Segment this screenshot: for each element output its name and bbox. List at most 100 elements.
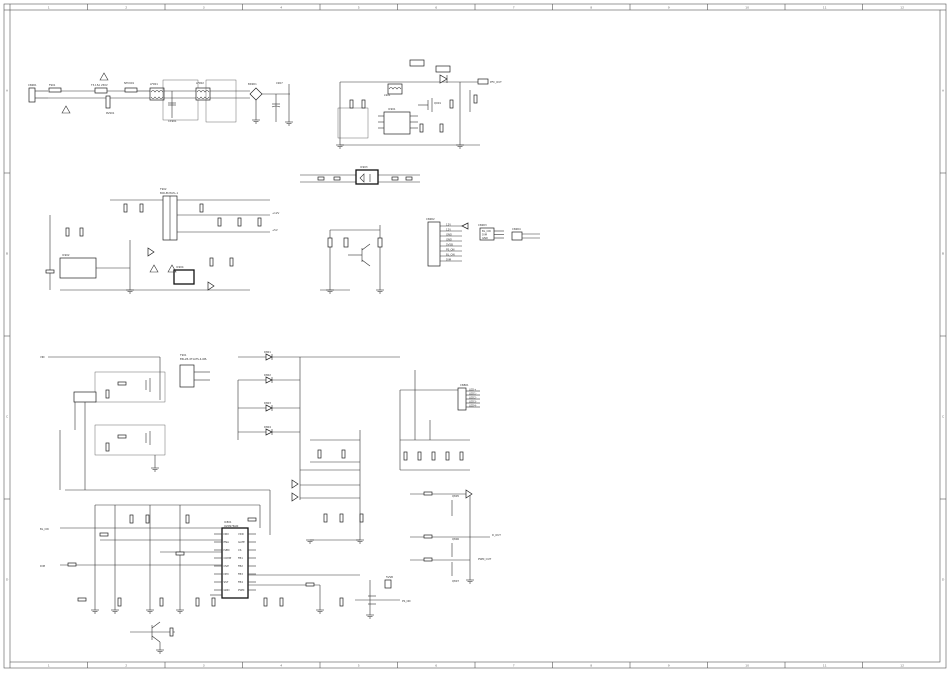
- bottom-zone-2: 2: [125, 664, 127, 668]
- cn904-label: CN904: [512, 227, 521, 231]
- cn902-pin-label: GND: [446, 232, 452, 236]
- bottom-zone-3: 3: [203, 664, 205, 668]
- ic-right-pin-label: FB3: [238, 572, 243, 576]
- ic-left-pin-label: DRV: [224, 532, 230, 536]
- x-cap-label: CX901: [168, 119, 177, 123]
- bridge-label: BD901: [248, 82, 257, 86]
- cn902-pin-label: 12V: [446, 227, 451, 231]
- bottom-zone-4: 4: [280, 664, 282, 668]
- top-zone-5: 5: [358, 6, 360, 10]
- common-mode-choke-2: LF902: [195, 81, 211, 101]
- led-ic-part: OZ9976GN: [224, 524, 238, 528]
- cn902-label: CN902: [426, 217, 435, 221]
- cn801-pin-label: LED+: [469, 387, 476, 391]
- flyback-transformer: T902 BCK-EI28-PL-1: [160, 187, 178, 241]
- cn801-pin-label: LED3-: [469, 399, 477, 403]
- ic-right-pin-label: GATE: [238, 540, 245, 544]
- led-transformer-label: T901: [180, 353, 187, 357]
- cn903-pin-label: BL_ON: [482, 229, 491, 233]
- ps-on-net: PS_ON: [402, 599, 411, 603]
- bridge-chip: [73, 391, 97, 403]
- cn903-pin-label: GND: [482, 236, 488, 240]
- current-sense-network: [291, 430, 364, 541]
- pfc-mosfet-label: Q901: [434, 101, 441, 105]
- ic-left-pin-label: ENA: [224, 540, 230, 544]
- bottom-zone-8: 8: [590, 664, 592, 668]
- vin-net: VIN: [40, 355, 161, 400]
- flyback-passives: [45, 203, 262, 291]
- top-zone-4: 4: [280, 6, 282, 10]
- left-zone-A: A: [6, 89, 9, 93]
- pfc-mosfet: Q901: [418, 98, 441, 112]
- cn902-pin-label: GND: [446, 237, 452, 241]
- thermistor-label: NTC901: [124, 81, 134, 85]
- top-zone-9: 9: [668, 6, 670, 10]
- cn801-pin-label: LED2-: [469, 395, 477, 399]
- ps-on-switch: [320, 225, 383, 291]
- ic-left-pin-label: GND: [224, 588, 230, 592]
- warning-triangles: [61, 72, 109, 114]
- left-zone-C: C: [6, 415, 8, 419]
- q806-label: Q806: [452, 537, 459, 541]
- ic-right-pin-label: FB4: [238, 580, 243, 584]
- top-zone-2: 2: [125, 6, 127, 10]
- d-out-net: D_OUT: [492, 533, 501, 537]
- left-zone-D: D: [6, 578, 9, 582]
- ic-right-pin-label: FB1: [238, 556, 243, 560]
- left-zone-B: B: [6, 252, 8, 256]
- cn903-label: CN903: [478, 223, 487, 227]
- thermistor: NTC901: [124, 81, 150, 99]
- led-diode-label: D804: [264, 425, 271, 429]
- led-diode: [265, 353, 273, 361]
- led-diode-label: D803: [264, 401, 271, 405]
- choke-2-label: LF902: [196, 81, 204, 85]
- ic-right-pin-label: PWM: [238, 588, 244, 592]
- cn801-pins: LED+LED1-LED2-LED3-LED4-: [466, 387, 480, 407]
- bottom-zone-10: 10: [745, 664, 749, 668]
- vin-net-label: VIN: [40, 355, 45, 359]
- pfc-output-net: PFC_OUT: [490, 80, 502, 84]
- top-zone-1: 1: [48, 6, 50, 10]
- led-ic-label: IC801: [224, 520, 232, 524]
- ac-connector: CN901: [28, 83, 48, 103]
- cn902-pin-label: BL_ON: [446, 252, 455, 256]
- ic-left-pin-label: OVP: [224, 564, 230, 568]
- bottom-zone-7: 7: [513, 664, 515, 668]
- ps-on-control: PS_ON 5VSB: [355, 575, 411, 615]
- opto-label: IC903: [360, 165, 368, 169]
- net-5v: +5V: [272, 228, 278, 232]
- pfc-output-port: PFC_OUT: [477, 78, 502, 85]
- pfc-inductor-label: L901: [384, 93, 391, 97]
- flyback-block: T902 BCK-EI28-PL-1 IC902 IC904 +12V +5V: [45, 187, 279, 291]
- pfc-inductor: L901: [384, 83, 403, 97]
- connector-cn904: CN904: [511, 227, 540, 241]
- flyback-opto: IC904: [173, 265, 195, 285]
- 5vsb-net: 5VSB: [386, 575, 393, 579]
- varistor: RV901: [105, 95, 115, 115]
- flyback-controller-label: IC902: [62, 253, 70, 257]
- top-zone-3: 3: [203, 6, 205, 10]
- fuse: F901: [48, 83, 95, 93]
- bottom-zone-6: 6: [435, 664, 437, 668]
- cn903-pin-label: DIM: [482, 233, 487, 237]
- pwm-out-net: PWM_OUT: [478, 557, 492, 561]
- cn902-pin-label: DIM: [446, 257, 451, 261]
- cn902-pin-label: 5VSB: [446, 242, 453, 246]
- varistor-label: RV901: [106, 111, 115, 115]
- cn801-pin-label: LED4-: [469, 403, 477, 407]
- cn902-arrow: [461, 222, 469, 230]
- bulk-capacitor: C907: [271, 81, 283, 122]
- led-transformer-part: ERL28-4T1ATS-4-6PL: [180, 357, 208, 361]
- bottom-zone-12: 12: [900, 664, 904, 668]
- cn902-pin-label: 12V: [446, 222, 451, 226]
- q805-label: Q805: [452, 494, 459, 498]
